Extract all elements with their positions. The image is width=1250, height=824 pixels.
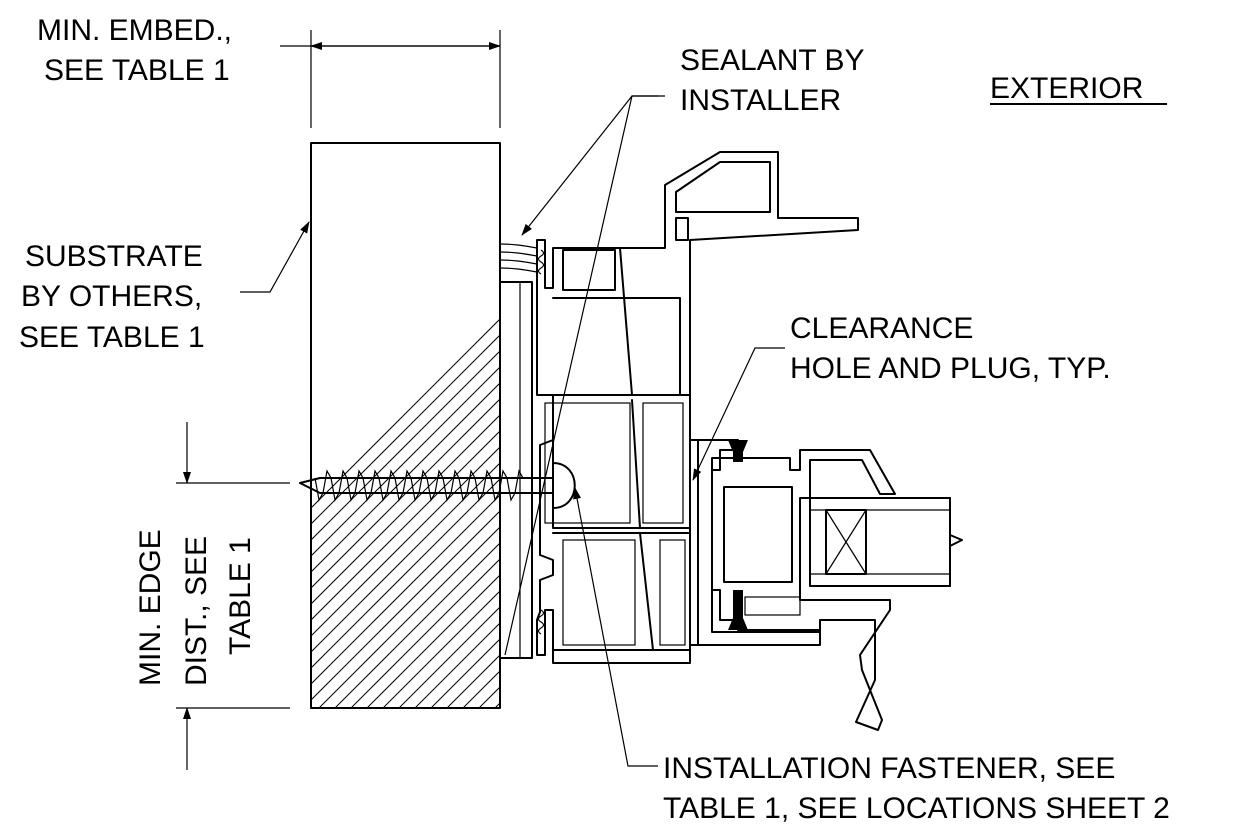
leader-lines — [240, 95, 785, 767]
min-embed-line-2: SEE TABLE 1 — [44, 54, 230, 87]
installation-fastener — [299, 469, 554, 502]
label-fastener: INSTALLATION FASTENER, SEE TABLE 1, SEE … — [663, 752, 1170, 824]
substrate-block — [310, 142, 501, 709]
edge-line-2: DIST., SEE — [180, 536, 213, 686]
sealant-line-1: SEALANT BY — [680, 44, 865, 77]
clearance-line-2: HOLE AND PLUG, TYP. — [790, 352, 1111, 385]
label-min-edge-distance: MIN. EDGE DIST., SEE TABLE 1 — [134, 529, 257, 686]
exterior-label: EXTERIOR — [990, 72, 1143, 105]
substrate-line-1: SUBSTRATE — [25, 240, 203, 273]
min-embed-dimension — [280, 30, 501, 128]
min-edge-distance-dimension — [176, 422, 290, 770]
glazing-unit — [809, 497, 963, 587]
clearance-line-1: CLEARANCE — [790, 312, 973, 345]
substrate-line-3: SEE TABLE 1 — [19, 321, 205, 354]
sash-profile — [711, 440, 896, 731]
label-min-embed: MIN. EMBED., SEE TABLE 1 — [37, 14, 232, 87]
sealant-bead — [499, 243, 538, 273]
edge-line-1: MIN. EDGE — [134, 529, 167, 686]
substrate-line-2: BY OTHERS, — [21, 280, 202, 313]
substrate-hatch — [311, 318, 500, 708]
sealant-line-2: INSTALLER — [680, 84, 841, 117]
label-exterior: EXTERIOR — [990, 72, 1167, 105]
label-clearance: CLEARANCE HOLE AND PLUG, TYP. — [790, 312, 1111, 385]
edge-line-3: TABLE 1 — [224, 537, 257, 655]
window-frame-profile — [536, 151, 859, 664]
min-embed-line-1: MIN. EMBED., — [37, 14, 232, 47]
fastener-line-2: TABLE 1, SEE LOCATIONS SHEET 2 — [663, 792, 1170, 824]
label-substrate: SUBSTRATE BY OTHERS, SEE TABLE 1 — [19, 240, 205, 354]
label-sealant: SEALANT BY INSTALLER — [680, 44, 865, 117]
shim-strip — [499, 281, 533, 659]
fastener-line-1: INSTALLATION FASTENER, SEE — [663, 752, 1115, 785]
